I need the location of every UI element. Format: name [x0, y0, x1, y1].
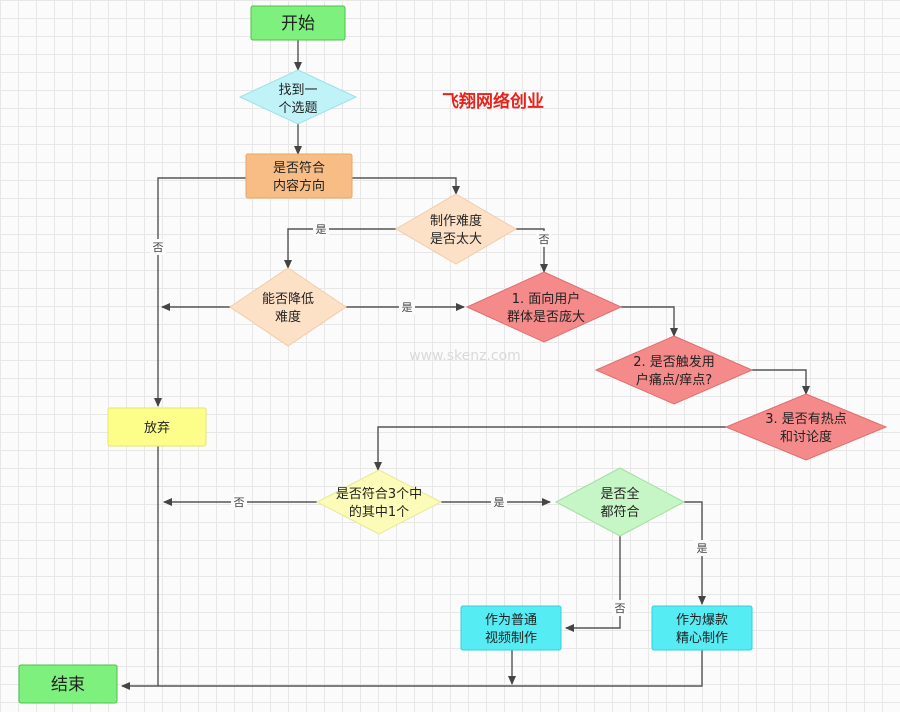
node-q1-audience: 1. 面向用户 群体是否庞大 [465, 271, 623, 343]
edge-content-no [154, 177, 246, 407]
node-normal-line-1: 作为普通 [485, 613, 537, 628]
edge-match-all-yes [684, 501, 706, 605]
node-match-one-line-2: 的其中1个 [349, 504, 409, 520]
node-hot-video: 作为爆款 精心制作 [651, 605, 753, 651]
node-q3-line-1: 3. 是否有热点 [765, 412, 847, 427]
node-difficulty-line-1: 制作难度 [430, 213, 482, 229]
label-content-no: 否 [153, 241, 164, 254]
svg-text:难度: 难度 [275, 309, 301, 325]
edge-q3-match [374, 426, 726, 471]
node-give-up-line-1: 放弃 [144, 421, 170, 436]
svg-text:群体是否庞大: 群体是否庞大 [507, 309, 585, 325]
node-match-all-line-1: 是否全 [600, 486, 639, 502]
label-match-one-no: 否 [234, 496, 245, 509]
svg-text:都符合: 都符合 [600, 504, 639, 520]
node-content-fit: 是否符合 内容方向 [245, 153, 353, 199]
edge-hot-end [121, 650, 703, 690]
label-match-one-yes: 是 [494, 496, 505, 509]
svg-text:的其中1个: 的其中1个 [349, 504, 409, 520]
node-q3-line-2: 和讨论度 [780, 429, 832, 445]
svg-text:精心制作: 精心制作 [676, 631, 728, 646]
edge-q2-q3 [752, 369, 810, 395]
label-match-all-no: 否 [615, 602, 626, 615]
node-find-topic-line-2: 个选题 [278, 101, 317, 116]
node-start: 开始 [250, 5, 346, 41]
node-q1-line-1: 1. 面向用户 [512, 291, 581, 307]
svg-text:内容方向: 内容方向 [273, 178, 325, 194]
node-q2-line-1: 2. 是否触发用 [633, 354, 715, 370]
node-normal-video: 作为普通 视频制作 [460, 605, 562, 651]
node-start-line-1: 开始 [281, 14, 315, 34]
svg-text:个选题: 个选题 [278, 101, 317, 116]
edge-labels: 否 是 否 是 否 是 是 否 [150, 221, 710, 616]
node-match-one-line-1: 是否符合3个中 [336, 486, 422, 502]
watermark: www.skenz.com [409, 348, 521, 364]
brand-title: 飞翔网络创业 [442, 91, 544, 112]
svg-text:作为爆款: 作为爆款 [676, 613, 728, 628]
edge-difficulty-yes [284, 228, 396, 269]
edge-match-all-no [565, 536, 621, 632]
node-difficulty: 制作难度 是否太大 [395, 193, 517, 265]
node-end-line-1: 结束 [51, 675, 85, 695]
svg-text:能否降低: 能否降低 [262, 292, 314, 307]
svg-text:结束: 结束 [51, 675, 85, 695]
label-difficulty-no: 否 [539, 233, 550, 246]
edge-difficulty-no [516, 228, 548, 273]
label-match-all-yes: 是 [697, 542, 708, 555]
node-reduce-line-2: 难度 [275, 309, 301, 325]
node-hot-line-1: 作为爆款 [676, 613, 728, 628]
node-give-up: 放弃 [107, 407, 207, 447]
svg-text:开始: 开始 [281, 14, 315, 34]
svg-text:2. 是否触发用: 2. 是否触发用 [633, 354, 715, 370]
node-hot-line-2: 精心制作 [676, 631, 728, 646]
node-match-all: 是否全 都符合 [554, 467, 686, 537]
edge-content-yes [352, 177, 460, 195]
node-difficulty-line-2: 是否太大 [430, 232, 482, 247]
svg-text:是否太大: 是否太大 [430, 232, 482, 247]
node-end: 结束 [18, 664, 118, 704]
label-reduce-yes: 是 [402, 301, 413, 314]
label-difficulty-yes: 是 [316, 223, 327, 236]
node-find-topic-line-1: 找到一 [278, 83, 317, 98]
svg-text:制作难度: 制作难度 [430, 213, 482, 229]
svg-text:3. 是否有热点: 3. 是否有热点 [765, 412, 847, 427]
svg-text:作为普通: 作为普通 [485, 613, 537, 628]
node-q3-hotspot: 3. 是否有热点 和讨论度 [724, 393, 888, 461]
node-normal-line-2: 视频制作 [485, 631, 537, 646]
svg-text:是否符合3个中: 是否符合3个中 [336, 486, 422, 502]
node-content-fit-line-2: 内容方向 [273, 178, 325, 194]
svg-text:是否全: 是否全 [600, 486, 639, 502]
svg-text:找到一: 找到一 [278, 83, 317, 98]
node-reduce-difficulty: 能否降低 难度 [229, 267, 347, 347]
svg-text:户痛点/痒点?: 户痛点/痒点? [636, 372, 712, 388]
svg-text:1. 面向用户: 1. 面向用户 [512, 291, 581, 307]
node-q1-line-2: 群体是否庞大 [507, 309, 585, 325]
node-q2-line-2: 户痛点/痒点? [636, 372, 712, 388]
node-reduce-line-1: 能否降低 [262, 292, 314, 307]
svg-text:是否符合: 是否符合 [273, 160, 325, 176]
svg-text:和讨论度: 和讨论度 [780, 429, 832, 445]
svg-text:视频制作: 视频制作 [485, 631, 537, 646]
svg-text:放弃: 放弃 [144, 421, 170, 436]
node-content-fit-line-1: 是否符合 [273, 160, 325, 176]
node-q2-pain-point: 2. 是否触发用 户痛点/痒点? [594, 335, 754, 405]
edge-q1-q2 [621, 306, 678, 337]
node-match-one: 是否符合3个中 的其中1个 [315, 469, 443, 535]
node-match-all-line-2: 都符合 [600, 504, 639, 520]
node-find-topic: 找到一 个选题 [238, 69, 358, 125]
